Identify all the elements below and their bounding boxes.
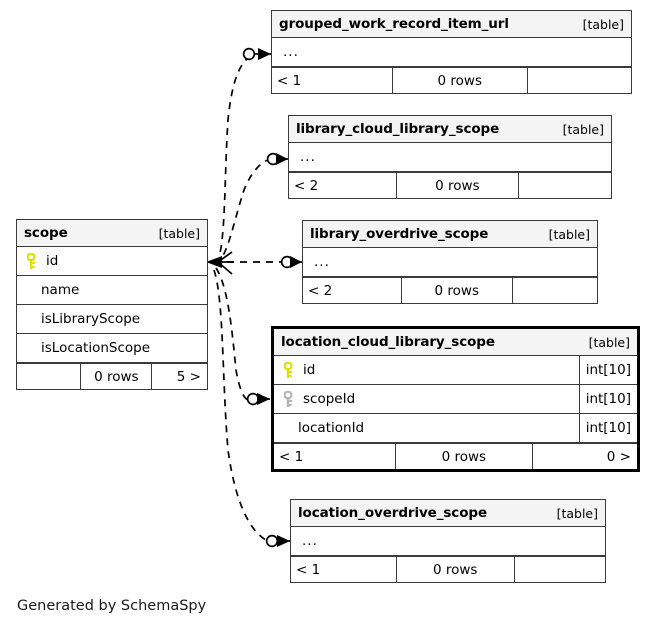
edge-marker-zero-location-overdrive-scope — [265, 534, 279, 548]
edge-arrow-library-overdrive-scope — [290, 256, 302, 268]
table-footer: < 2 0 rows — [303, 277, 597, 303]
table-header: location_overdrive_scope [table] — [291, 500, 605, 527]
edge-scope-to-location-cloud-library-scope — [215, 267, 249, 401]
edge-arrow-location-cloud-library-scope — [257, 393, 270, 405]
column-name: ... — [300, 149, 316, 165]
edge-arrow-location-overdrive-scope — [277, 535, 290, 547]
edge-marker-zero-location-cloud-library-scope — [246, 392, 260, 406]
table-row[interactable]: ... — [272, 38, 631, 67]
table-location-cloud-library-scope[interactable]: location_cloud_library_scope [table] id … — [271, 326, 640, 472]
table-row[interactable]: isLibraryScope — [17, 305, 207, 334]
column-name: ... — [302, 533, 318, 549]
table-row[interactable]: ... — [291, 527, 605, 556]
footer-parent-count[interactable]: < 1 — [279, 448, 304, 465]
column-name: ... — [283, 44, 299, 60]
column-type: int[10] — [578, 414, 637, 442]
table-tag: [table] — [562, 121, 604, 137]
edge-crowsfoot-scope — [206, 251, 234, 275]
table-footer: < 2 0 rows — [289, 172, 611, 198]
footer-child-count[interactable]: 0 > — [606, 448, 631, 465]
footer-parent-count[interactable]: < 1 — [277, 72, 302, 89]
edge-scope-to-library-cloud-library-scope — [215, 159, 269, 266]
table-name: scope — [24, 225, 68, 241]
footer-parent-count[interactable]: < 2 — [308, 282, 333, 299]
edge-marker-zero-grouped-work-record-item-url — [242, 47, 256, 61]
column-name: isLibraryScope — [41, 311, 141, 327]
column-name: id — [303, 362, 316, 378]
table-grouped-work-record-item-url[interactable]: grouped_work_record_item_url [table] ...… — [271, 10, 632, 94]
footer-row-count: 0 rows — [400, 278, 513, 303]
table-header: grouped_work_record_item_url [table] — [272, 11, 631, 38]
column-type: int[10] — [578, 385, 637, 413]
primary-key-icon — [26, 252, 39, 270]
table-name: location_cloud_library_scope — [281, 334, 495, 350]
table-library-overdrive-scope[interactable]: library_overdrive_scope [table] ... < 2 … — [302, 220, 598, 304]
primary-key-icon — [283, 361, 296, 379]
edge-arrow-grouped-work-record-item-url — [258, 48, 271, 60]
table-row[interactable]: ... — [303, 248, 597, 277]
edge-scope-to-grouped-work-record-item-url — [215, 54, 253, 265]
table-header: library_overdrive_scope [table] — [303, 221, 597, 248]
edge-scope-to-location-overdrive-scope — [213, 269, 267, 541]
footer-row-count: 0 rows — [391, 68, 528, 93]
table-row[interactable]: id — [17, 247, 207, 276]
edge-marker-zero-library-overdrive-scope — [280, 255, 294, 269]
column-name: name — [41, 282, 80, 298]
foreign-key-icon — [283, 390, 296, 408]
footer-child-count[interactable] — [519, 173, 611, 198]
edge-marker-zero-library-cloud-library-scope — [266, 152, 280, 166]
footer-parent-count[interactable]: < 2 — [294, 177, 319, 194]
footer-row-count: 0 rows — [394, 444, 533, 469]
table-tag: [table] — [158, 225, 200, 241]
footer-parent-count[interactable]: < 1 — [296, 561, 321, 578]
table-location-overdrive-scope[interactable]: location_overdrive_scope [table] ... < 1… — [290, 499, 606, 583]
table-row[interactable]: id int[10] — [274, 356, 637, 385]
edge-arrow-library-cloud-library-scope — [276, 153, 288, 165]
table-tag: [table] — [548, 226, 590, 242]
footer-child-count[interactable] — [515, 557, 605, 582]
table-footer: < 1 0 rows 0 > — [274, 443, 637, 469]
table-header: library_cloud_library_scope [table] — [289, 116, 611, 143]
table-row[interactable]: isLocationScope — [17, 334, 207, 363]
footer-child-count[interactable] — [528, 68, 631, 93]
table-footer: 0 rows 5 > — [17, 363, 207, 389]
table-name: library_overdrive_scope — [310, 226, 489, 242]
column-type: int[10] — [578, 356, 637, 384]
table-footer: < 1 0 rows — [291, 556, 605, 582]
footer-child-count[interactable]: 5 > — [176, 368, 201, 385]
table-library-cloud-library-scope[interactable]: library_cloud_library_scope [table] ... … — [288, 115, 612, 199]
table-header: location_cloud_library_scope [table] — [274, 329, 637, 356]
footer-child-count[interactable] — [513, 278, 597, 303]
footer-row-count: 0 rows — [80, 364, 153, 389]
table-tag: [table] — [556, 505, 598, 521]
table-row[interactable]: locationId int[10] — [274, 414, 637, 443]
table-header: scope [table] — [17, 220, 207, 247]
footer-parent-count[interactable] — [17, 364, 80, 389]
table-footer: < 1 0 rows — [272, 67, 631, 93]
column-name: isLocationScope — [41, 340, 151, 356]
table-row[interactable]: scopeId int[10] — [274, 385, 637, 414]
table-name: grouped_work_record_item_url — [279, 16, 509, 32]
table-row[interactable]: ... — [289, 143, 611, 172]
table-tag: [table] — [582, 16, 624, 32]
generated-by-credit: Generated by SchemaSpy — [17, 598, 207, 614]
column-name: ... — [314, 254, 330, 270]
table-name: library_cloud_library_scope — [296, 121, 500, 137]
footer-row-count: 0 rows — [396, 173, 519, 198]
column-name: scopeId — [303, 391, 356, 407]
table-name: location_overdrive_scope — [298, 505, 488, 521]
column-name: id — [46, 253, 59, 269]
footer-row-count: 0 rows — [395, 557, 515, 582]
table-scope[interactable]: scope [table] id name — [16, 219, 208, 390]
table-tag: [table] — [588, 334, 630, 350]
table-row[interactable]: name — [17, 276, 207, 305]
column-name: locationId — [298, 420, 365, 436]
